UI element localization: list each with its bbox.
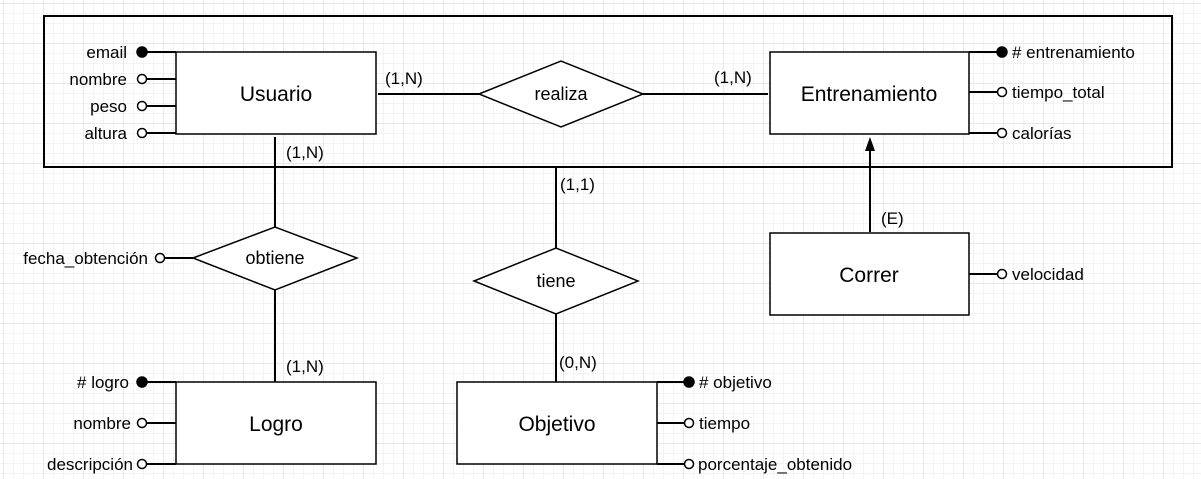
attribute-label: # objetivo <box>699 373 772 392</box>
entity-label-correr: Correr <box>839 264 899 287</box>
cardinality-label: (1,N) <box>286 357 324 376</box>
entity-objetivo <box>456 381 658 465</box>
attribute-marker <box>136 127 148 139</box>
relationship-realiza <box>476 60 646 128</box>
key-attribute-marker <box>136 46 148 58</box>
attribute-label: # logro <box>77 373 129 392</box>
relationship-obtiene <box>190 226 360 291</box>
attribute-label: descripción <box>47 455 133 474</box>
attribute-marker <box>154 252 166 264</box>
attribute-label: calorías <box>1012 124 1072 143</box>
entity-usuario <box>175 51 377 135</box>
key-attribute-marker <box>996 46 1008 58</box>
attribute-label: nombre <box>73 414 131 433</box>
specialization-label: (E) <box>881 209 904 228</box>
attribute-label: nombre <box>69 70 127 89</box>
attribute-label: email <box>86 43 127 62</box>
key-attribute-marker <box>136 376 148 388</box>
cardinality-label: (1,N) <box>385 69 423 88</box>
cardinality-label: (0,N) <box>559 353 597 372</box>
aggregation-frame <box>43 15 1173 168</box>
attribute-marker <box>136 458 148 470</box>
cardinality-label: (1,1) <box>560 175 595 194</box>
attribute-marker <box>136 73 148 85</box>
attribute-marker <box>683 458 695 470</box>
attribute-marker <box>996 86 1008 98</box>
entity-label-objetivo: Objetivo <box>518 413 595 436</box>
attribute-label: peso <box>90 97 127 116</box>
attribute-label: tiempo <box>699 414 750 433</box>
cardinality-label: (1,N) <box>286 143 324 162</box>
relationship-label-realiza: realiza <box>534 84 588 104</box>
cardinality-label: (1,N) <box>714 68 752 87</box>
specialization-arrowhead <box>865 137 875 151</box>
attribute-marker <box>996 268 1008 280</box>
attribute-marker <box>136 417 148 429</box>
entity-label-entrenamiento: Entrenamiento <box>801 83 938 106</box>
attribute-label: porcentaje_obtenido <box>698 455 852 474</box>
relationship-label-tiene: tiene <box>536 271 575 291</box>
attribute-marker <box>996 127 1008 139</box>
entity-label-usuario: Usuario <box>240 83 312 106</box>
attribute-label: altura <box>84 124 127 143</box>
entity-correr <box>769 232 970 316</box>
relationship-tiene <box>471 247 641 315</box>
attribute-label: fecha_obtención <box>23 249 148 268</box>
entity-logro <box>175 381 377 465</box>
attribute-label: velocidad <box>1012 265 1084 284</box>
attribute-marker <box>683 417 695 429</box>
attribute-marker <box>136 100 148 112</box>
entity-label-logro: Logro <box>249 413 303 436</box>
attribute-label: tiempo_total <box>1012 83 1105 102</box>
attribute-label: # entrenamiento <box>1012 43 1135 62</box>
relationship-label-obtiene: obtiene <box>245 248 304 268</box>
key-attribute-marker <box>683 376 695 388</box>
entity-entrenamiento <box>769 51 970 135</box>
